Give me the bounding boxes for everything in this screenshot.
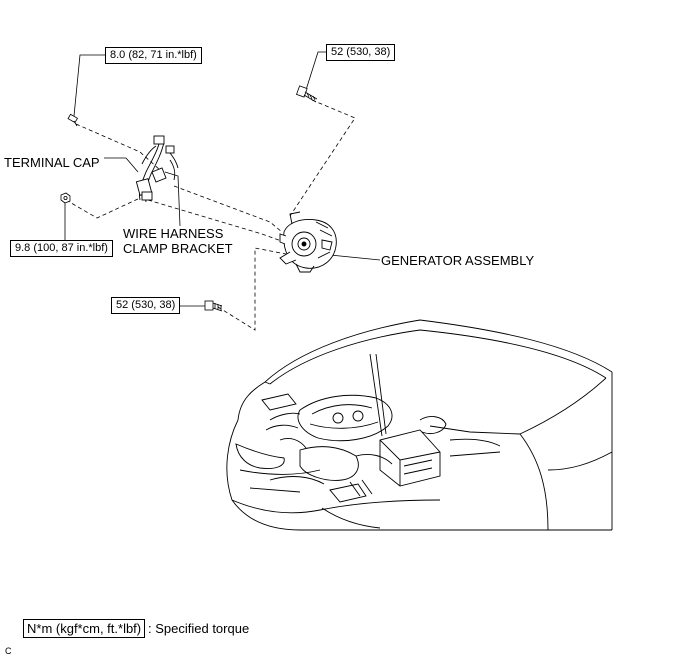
torque-box-top-bolt: 8.0 (82, 71 in.*lbf): [105, 47, 202, 64]
torque-box-nut: 9.8 (100, 87 in.*lbf): [10, 240, 113, 257]
assembly-dashed-paths: [65, 99, 356, 331]
leader-lines: [64, 51, 381, 307]
legend-description: : Specified torque: [148, 621, 250, 636]
nut-icon: [60, 192, 71, 204]
corner-code: C: [5, 646, 12, 656]
legend-unit-box: N*m (kgf*cm, ft.*lbf): [23, 619, 146, 638]
torque-box-lower-generator-bolt: 52 (530, 38): [111, 297, 181, 314]
wire-harness-illustration: [135, 135, 179, 203]
car-engine-bay-illustration: [226, 319, 613, 531]
generator-assembly-label: GENERATOR ASSEMBLY: [381, 253, 535, 268]
generator-illustration: [279, 211, 337, 273]
small-bolt-icon: [67, 113, 79, 127]
wire-harness-label-line2: CLAMP BRACKET: [123, 241, 233, 256]
generator-bolt-upper-icon: [296, 85, 318, 103]
terminal-cap-label: TERMINAL CAP: [4, 155, 100, 170]
torque-box-upper-generator-bolt: 52 (530, 38): [326, 44, 396, 61]
generator-bolt-lower-icon: [204, 300, 223, 312]
wire-harness-clamp-bracket-label: WIRE HARNESS CLAMP BRACKET: [123, 226, 233, 256]
wire-harness-label-line1: WIRE HARNESS: [123, 226, 224, 241]
